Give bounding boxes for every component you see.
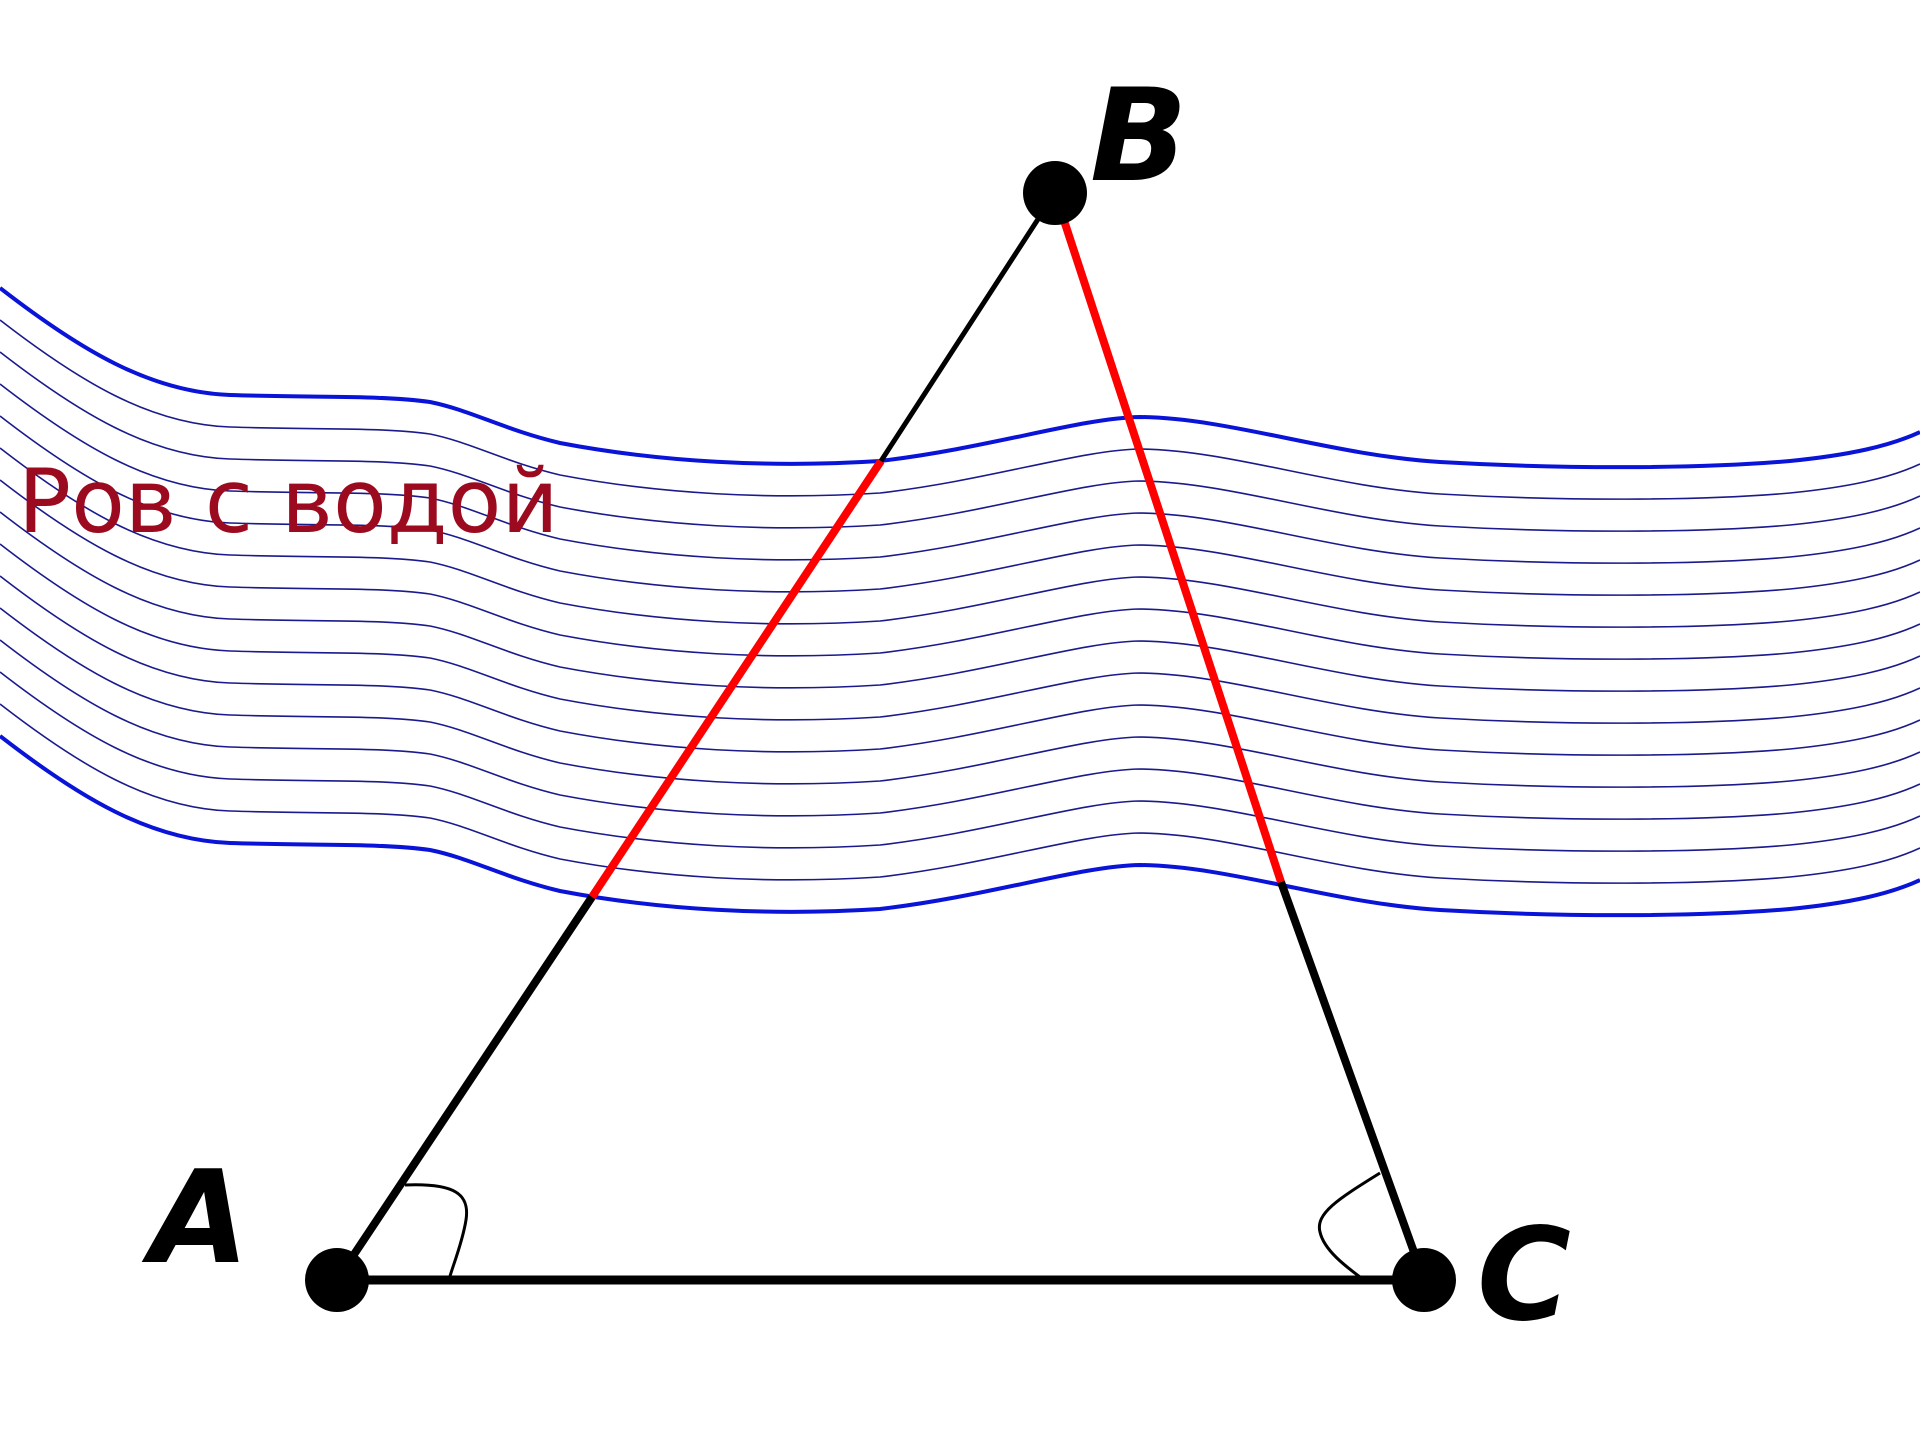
vertex-a-label: A: [141, 1144, 249, 1293]
vertex-b-point: [1023, 161, 1087, 225]
moat-water-line: [0, 607, 1920, 788]
moat-water: [0, 286, 1920, 918]
vertex-c-label: C: [1477, 1201, 1571, 1350]
angle-mark-c: [1317, 1171, 1381, 1282]
moat-water-line: [0, 703, 1920, 884]
side-ab-upper: [878, 191, 1058, 463]
moat-water-line: [0, 543, 1920, 724]
vertex-b-label: B: [1090, 62, 1188, 211]
moat-water-line: [0, 319, 1920, 500]
side-bc-crossing: [1051, 191, 1285, 884]
vertex-a-point: [305, 1248, 369, 1312]
vertex-c-point: [1392, 1248, 1456, 1312]
moat-water-line: [0, 415, 1920, 596]
moat-lower-bank: [0, 734, 1920, 918]
moat-water-line: [0, 671, 1920, 852]
angle-mark-a: [404, 1183, 469, 1281]
moat-label: Ров с водой: [18, 450, 559, 553]
moat-water-line: [0, 575, 1920, 756]
moat-water-line: [0, 351, 1920, 532]
moat-water-line: [0, 639, 1920, 820]
side-bc-lower: [1277, 880, 1428, 1282]
side-ab-crossing: [588, 458, 885, 900]
moat-water-line: [0, 479, 1920, 660]
moat-water-line: [0, 447, 1920, 628]
moat-water-line: [0, 383, 1920, 564]
moat-water-line: [0, 511, 1920, 692]
moat-upper-bank: [0, 286, 1920, 470]
side-ab-lower: [333, 894, 596, 1283]
